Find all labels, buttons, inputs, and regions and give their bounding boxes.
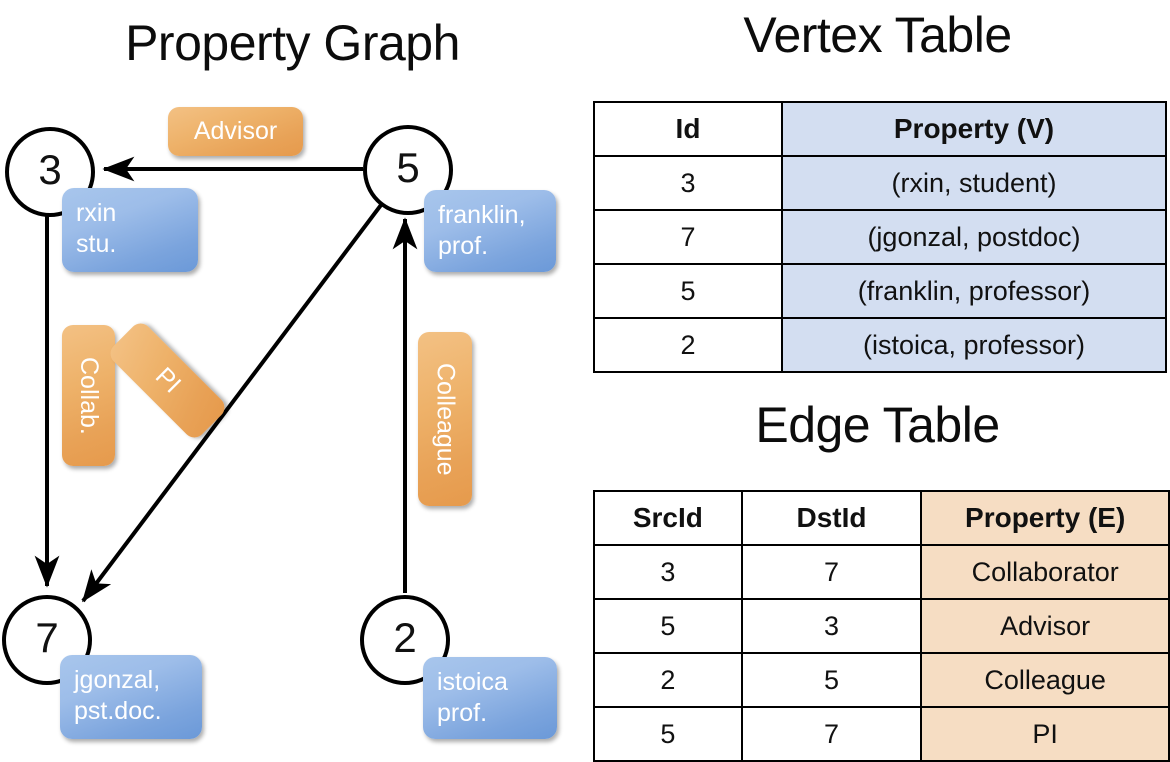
edge-label-colleague[interactable]: Colleague	[418, 332, 472, 506]
edge-row-3-property: PI	[920, 706, 1170, 762]
edge-table-header-dstid: DstId	[740, 490, 923, 546]
edge-row-0-property: Collaborator	[920, 544, 1170, 600]
edge-row-1-dst: 3	[740, 598, 923, 654]
table-row[interactable]: 3 7 Collaborator	[593, 544, 1170, 600]
vertex-row-2-id: 5	[593, 263, 783, 319]
vertex-property-5-line1: franklin,	[438, 201, 526, 229]
vertex-property-5-line2: prof.	[438, 231, 489, 260]
vertex-table-header-id: Id	[593, 101, 783, 157]
vertex-property-box-5[interactable]: franklin, prof.	[424, 190, 556, 272]
vertex-row-2-property: (franklin, professor)	[781, 263, 1167, 319]
page-title-property-graph: Property Graph	[125, 15, 460, 71]
vertex-table-header-row: Id Property (V)	[593, 101, 1167, 157]
vertex-property-3-line2: stu.	[76, 229, 117, 258]
table-row[interactable]: 7 (jgonzal, postdoc)	[593, 209, 1167, 265]
table-row[interactable]: 2 (istoica, professor)	[593, 317, 1167, 373]
page-title-edge-table: Edge Table	[755, 397, 1000, 453]
vertex-row-3-id: 2	[593, 317, 783, 373]
vertex-property-box-3[interactable]: rxin stu.	[62, 188, 198, 272]
graph-node-5[interactable]: 5	[363, 125, 453, 215]
edge-row-2-src: 2	[593, 652, 743, 708]
vertex-property-2-line1: istoica	[437, 668, 508, 696]
edge-row-0-dst: 7	[740, 544, 923, 600]
edge-line-5-to-7	[81, 203, 383, 603]
table-row[interactable]: 2 5 Colleague	[593, 652, 1170, 708]
edge-row-1-src: 5	[593, 598, 743, 654]
vertex-table-header-property: Property (V)	[781, 101, 1167, 157]
table-row[interactable]: 3 (rxin, student)	[593, 155, 1167, 211]
edge-table-header-row: SrcId DstId Property (E)	[593, 490, 1170, 546]
edge-table-header-srcid: SrcId	[593, 490, 743, 546]
property-graph-diagram: 3 5 7 2 rxin stu. franklin, prof. jgonza…	[0, 0, 585, 760]
vertex-row-3-property: (istoica, professor)	[781, 317, 1167, 373]
vertex-row-1-id: 7	[593, 209, 783, 265]
edge-label-pi-text: PI	[149, 361, 187, 399]
graph-node-7-label: 7	[35, 614, 59, 661]
vertex-row-0-id: 3	[593, 155, 783, 211]
vertex-property-box-7[interactable]: jgonzal, pst.doc.	[60, 655, 202, 739]
edge-label-collab-text: Collab.	[75, 356, 103, 435]
edge-label-collab[interactable]: Collab.	[62, 325, 115, 466]
page-title-vertex-table: Vertex Table	[743, 7, 1012, 63]
table-row[interactable]: 5 3 Advisor	[593, 598, 1170, 654]
vertex-property-3-line1: rxin	[76, 199, 117, 227]
edge-label-colleague-text: Colleague	[431, 362, 460, 476]
edge-row-1-property: Advisor	[920, 598, 1170, 654]
edge-row-0-src: 3	[593, 544, 743, 600]
vertex-row-1-property: (jgonzal, postdoc)	[781, 209, 1167, 265]
edge-row-2-dst: 5	[740, 652, 923, 708]
table-row[interactable]: 5 7 PI	[593, 706, 1170, 762]
edge-table-header-property: Property (E)	[920, 490, 1170, 546]
edge-label-advisor-text: Advisor	[193, 117, 278, 145]
table-row[interactable]: 5 (franklin, professor)	[593, 263, 1167, 319]
vertex-property-box-2[interactable]: istoica prof.	[423, 657, 557, 739]
graph-node-2[interactable]: 2	[360, 595, 450, 685]
edge-table: SrcId DstId Property (E) 3 7 Collaborato…	[593, 490, 1170, 762]
vertex-row-0-property: (rxin, student)	[781, 155, 1167, 211]
edge-row-2-property: Colleague	[920, 652, 1170, 708]
graph-node-2-label: 2	[393, 614, 417, 661]
vertex-property-7-line2: pst.doc.	[74, 696, 162, 725]
graph-node-3-label: 3	[38, 146, 62, 193]
vertex-property-2-line2: prof.	[437, 698, 488, 727]
vertex-property-7-line1: jgonzal,	[74, 666, 161, 694]
vertex-table: Id Property (V) 3 (rxin, student) 7 (jgo…	[593, 101, 1167, 373]
edge-row-3-src: 5	[593, 706, 743, 762]
edge-row-3-dst: 7	[740, 706, 923, 762]
graph-node-5-label: 5	[396, 144, 420, 191]
edge-label-advisor[interactable]: Advisor	[168, 107, 303, 156]
graph-edge-lines	[34, 156, 418, 603]
